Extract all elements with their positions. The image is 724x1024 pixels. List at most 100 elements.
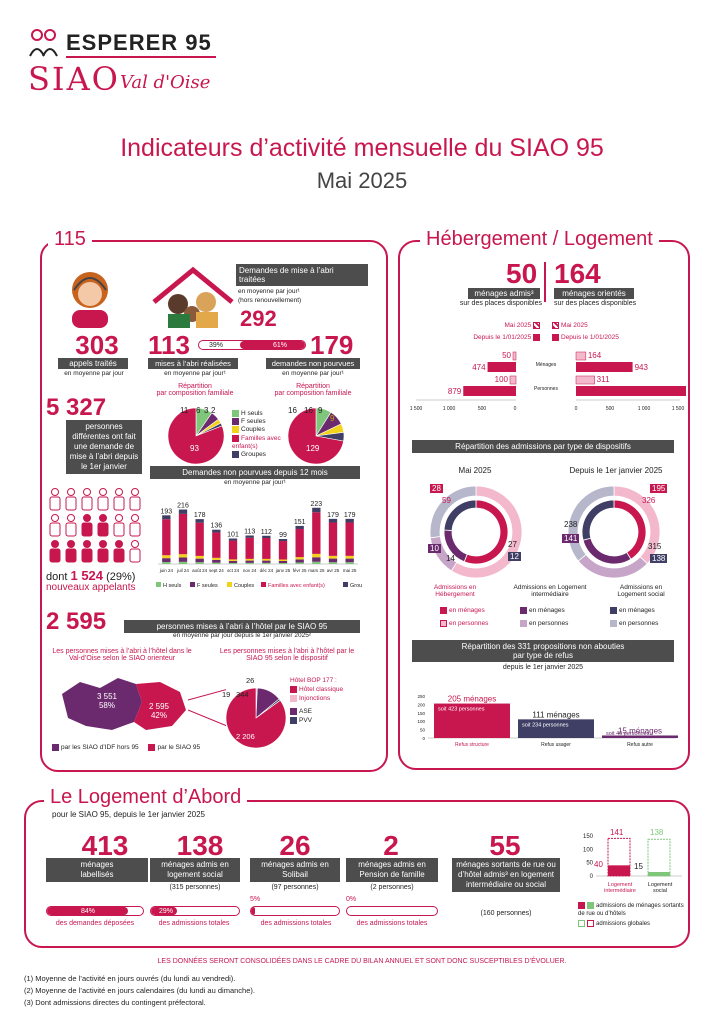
page-title: Indicateurs d’activité mensuelle du SIAO… bbox=[120, 134, 604, 162]
refus-tick-0: 250 bbox=[417, 694, 425, 699]
pie-hotel bbox=[226, 688, 286, 748]
k5-value: 55 bbox=[489, 830, 521, 861]
butterfly-row-1: 1008793111 840Personnes bbox=[448, 375, 686, 396]
np12-bar-1 bbox=[178, 509, 188, 564]
refus-tick-1: 200 bbox=[417, 702, 425, 707]
svg-text:943: 943 bbox=[635, 363, 649, 372]
k3-progress-bar bbox=[250, 906, 340, 916]
refus-tick-3: 100 bbox=[417, 719, 425, 724]
donut2-title: Depuis le 1er janvier 2025 bbox=[569, 466, 663, 475]
svg-text:H seuls: H seuls bbox=[163, 583, 182, 589]
svg-text:205 ménages: 205 ménages bbox=[448, 695, 496, 704]
non-pourvues-sub: en moyenne par jour¹ bbox=[282, 370, 344, 377]
map-legend: par les SIAO d’IDF hors 95 par le SIAO 9… bbox=[52, 744, 200, 751]
mini-labels: 141 40 138 15 Logement intermédiaire Log… bbox=[594, 828, 673, 894]
mini-tick-3: 0 bbox=[590, 874, 594, 880]
k4-sub: (2 personnes) bbox=[370, 884, 414, 891]
np12-value-label-5: 113 bbox=[244, 529, 255, 536]
k1-bar-label: des demandes déposées bbox=[55, 920, 135, 927]
person-icon-15 bbox=[97, 540, 109, 563]
orient-legend: Mai 2025 Depuis le 1/01/2025 bbox=[552, 320, 642, 344]
non-pourvues-value: 179 bbox=[310, 330, 354, 360]
donut2-labels: 195 326 238 141 315 138 bbox=[562, 484, 668, 563]
operator-avatar-icon bbox=[72, 272, 108, 328]
repartition-label-2: Répartition par composition familiale bbox=[274, 383, 352, 397]
np12-tick-label-8: févr 25 bbox=[293, 568, 307, 573]
person-icon-7 bbox=[65, 514, 77, 537]
np12-bar-9 bbox=[312, 507, 321, 564]
donut1-inner-2 bbox=[443, 499, 477, 531]
person-icon-16 bbox=[113, 540, 125, 563]
svg-text:100: 100 bbox=[495, 375, 509, 384]
np12-tick-label-11: mai 25 bbox=[343, 568, 357, 573]
np12-value-label-1: 216 bbox=[177, 503, 189, 510]
svg-text:311: 311 bbox=[597, 375, 610, 384]
k2-progress-bar: 29% bbox=[150, 906, 240, 916]
donut-depuis bbox=[567, 485, 661, 579]
val-doise-map bbox=[62, 678, 226, 730]
footnote-3: (3) Dont admissions directes du continge… bbox=[24, 998, 206, 1007]
np12-bar-6 bbox=[262, 535, 271, 564]
k5-label: ménages sortants de rue ou d’hôtel admis… bbox=[452, 858, 560, 892]
np12-value-label-8: 151 bbox=[294, 519, 306, 526]
np12-value-label-9: 223 bbox=[310, 501, 322, 508]
person-icon-4 bbox=[113, 488, 125, 511]
footer-note: LES DONNÉES SERONT CONSOLIDÉES DANS LE C… bbox=[157, 958, 567, 965]
pie-realisees-labels: 11 6 3 2 93 bbox=[180, 406, 216, 453]
np12-tick-label-3: sept 24 bbox=[209, 568, 224, 573]
svg-text:474: 474 bbox=[472, 363, 486, 372]
np12-tick-label-1: juil 24 bbox=[176, 568, 189, 573]
k2-value: 138 bbox=[176, 830, 224, 861]
logo-siao-text: SIAO bbox=[28, 60, 120, 98]
person-icon-10 bbox=[113, 514, 125, 537]
donut1-labels: 28 59 10 14 27 12 bbox=[428, 484, 521, 563]
np12-value-label-6: 112 bbox=[261, 529, 272, 536]
svg-text:Refus usager: Refus usager bbox=[541, 742, 571, 748]
svg-text:F seules: F seules bbox=[197, 583, 218, 589]
svg-text:soit 40 personnes: soit 40 personnes bbox=[606, 731, 650, 737]
donut1-outer-2 bbox=[429, 485, 477, 539]
person-icon-5 bbox=[129, 488, 141, 511]
svg-text:164: 164 bbox=[588, 351, 602, 360]
np12-tick-label-4: oct 24 bbox=[227, 568, 240, 573]
person-icon-8 bbox=[81, 514, 93, 537]
np12-bar-10 bbox=[328, 518, 338, 564]
np12-tick-label-10: avr 25 bbox=[327, 568, 340, 573]
person-icon-14 bbox=[81, 540, 93, 563]
butterfly-right-tick-3: 1 500 bbox=[672, 406, 685, 412]
np12-bar-8 bbox=[295, 525, 304, 564]
refus-tick-5: 0 bbox=[422, 736, 425, 741]
admis-sub: sur des places disponibles bbox=[459, 300, 542, 307]
hotel-left-title: Les personnes mises à l’abri à l’hôtel d… bbox=[52, 648, 192, 662]
k1-label: ménages labellisés bbox=[46, 858, 148, 882]
np12-tick-label-7: janv 25 bbox=[275, 568, 291, 573]
k2-bar-label: des admissions totales bbox=[158, 920, 230, 927]
np12-legend-2: Couples bbox=[227, 582, 254, 589]
np12-value-label-7: 99 bbox=[279, 532, 287, 539]
person-icon-11 bbox=[129, 514, 141, 537]
k4-label: ménages admis en Pension de famille bbox=[346, 858, 438, 882]
butterfly-left-tick-0: 1 500 bbox=[410, 406, 422, 412]
svg-text:soit 234 personnes: soit 234 personnes bbox=[522, 722, 569, 728]
k4-bar-label: des admissions totales bbox=[356, 920, 428, 927]
butterfly-left-tick-2: 500 bbox=[478, 406, 487, 412]
refus-sub: depuis le 1er janvier 2025 bbox=[502, 664, 584, 671]
person-icon-13 bbox=[65, 540, 77, 563]
calls-sub: en moyenne par jour bbox=[64, 370, 124, 377]
np12-value-label-4: 101 bbox=[227, 532, 239, 539]
persons-label: personnes différentes ont fait une deman… bbox=[66, 420, 142, 474]
person-icon-17 bbox=[129, 540, 141, 563]
np12-tick-label-0: juin 24 bbox=[159, 568, 174, 573]
k2-label: ménages admis en logement social bbox=[150, 858, 240, 882]
pie-legend: H seuls F seules Couples Familles avec e… bbox=[232, 410, 281, 459]
butterfly-right-tick-0: 0 bbox=[575, 406, 578, 412]
mini-bar-0 bbox=[607, 837, 631, 877]
np12-bar-5 bbox=[245, 535, 254, 564]
svg-text:Couples: Couples bbox=[234, 583, 254, 589]
person-icon-12 bbox=[49, 540, 61, 563]
k1-value: 413 bbox=[81, 830, 129, 861]
np12-tick-label-6: déc 24 bbox=[260, 568, 274, 573]
k3-pct: 5% bbox=[250, 896, 261, 903]
